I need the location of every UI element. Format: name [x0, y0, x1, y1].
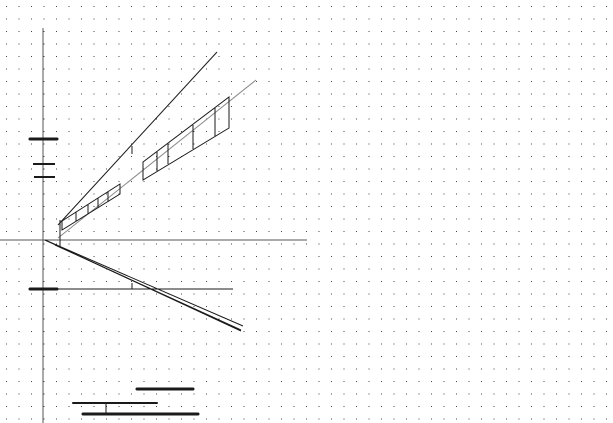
- panel-small[interactable]: [61, 183, 121, 231]
- perspective-line-upper[interactable]: [57, 51, 218, 226]
- panel-large[interactable]: [142, 95, 230, 181]
- perspective-line-lower[interactable]: [44, 239, 244, 327]
- perspective-line-lower[interactable]: [54, 244, 242, 331]
